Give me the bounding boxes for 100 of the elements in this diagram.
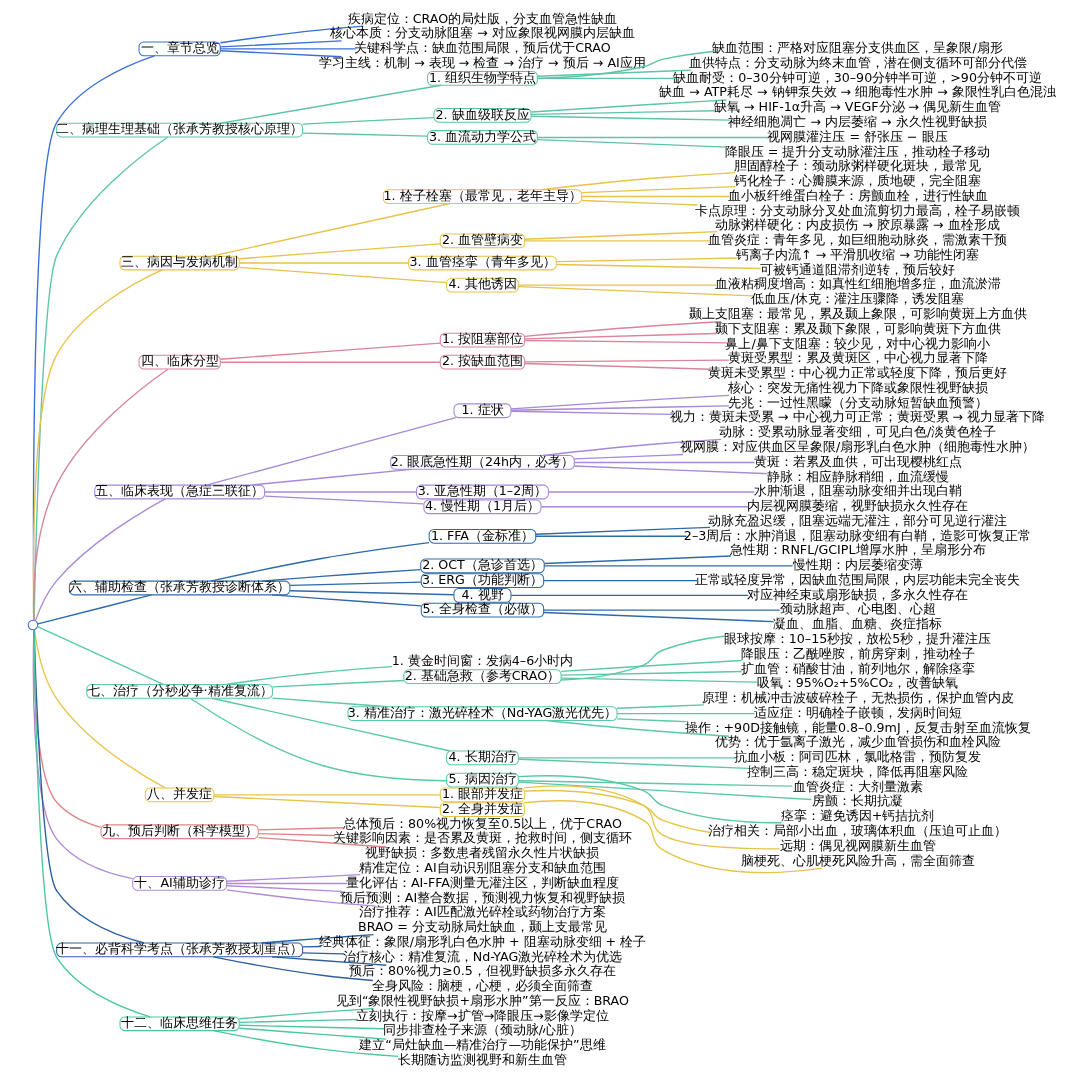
- node-text: 颞上支阻塞：最常见，累及颞上象限，可影响黄斑上方血供: [688, 305, 1027, 321]
- node-box: 4. 慢性期（1月后）: [422, 499, 542, 515]
- connector: [542, 579, 698, 582]
- connector: [225, 885, 342, 893]
- connector: [249, 468, 412, 486]
- connector: [517, 758, 749, 770]
- connector: [238, 266, 447, 284]
- node-box: 九、预后判断（科学模型）: [100, 824, 259, 840]
- node-box: 1. 按阻塞部位: [439, 332, 525, 348]
- node-box: 1. 眼部并发症: [439, 787, 525, 803]
- connector: [615, 718, 687, 723]
- node-text: 关键影响因素：是否累及黄斑，抢救时间，侧支循环: [332, 830, 632, 846]
- node-box: 2. 按缺血范围: [439, 354, 525, 370]
- node-text: 缺血 → ATP耗尽 → 钠钾泵失效 → 细胞毒性水肿 → 象限性乳白色混浊: [658, 84, 1056, 100]
- node-box: 3. 血管痉挛（青年多见）: [407, 255, 557, 271]
- node-text: 治疗相关：局部小出血，玻璃体积血（压迫可止血）: [707, 823, 1007, 839]
- node-text: 脑梗死、心肌梗死风险升高，需全面筛查: [740, 852, 975, 868]
- connector: [257, 832, 336, 837]
- node-text: 建立“局灶缺血—精准治疗—功能保护”思维: [358, 1037, 606, 1053]
- connector: [36, 625, 164, 686]
- node-text: 痉挛：避免诱因+钙拮抗剂: [780, 808, 934, 824]
- node-text: 全身风险：脑梗，心梗，必须全面筛查: [371, 978, 593, 994]
- node-text: 关键科学点：缺血范围局限，预后优于CRAO: [353, 40, 611, 56]
- node-text: 缺血范围：严格对应阻塞分支供血区，呈象限/扇形: [711, 40, 1003, 56]
- node-text: 正常或轻度异常，因缺血范围局限，内层功能未完全丧失: [694, 571, 1020, 587]
- node-text: 预后预测：AI整合数据，预测视力恢复和视野缺损: [339, 889, 625, 905]
- node-text: 动脉充盈迟缓，阻塞远端无灌注，部分可见逆行灌注: [707, 512, 1007, 528]
- connector: [517, 285, 754, 297]
- node-text: 颞下支阻塞：累及颞下象限，可影响黄斑下方血供: [714, 320, 1001, 336]
- node-box: 二、病理生理基础（张承芳教授核心原理）: [55, 122, 303, 138]
- connector: [301, 945, 322, 948]
- connector: [547, 491, 755, 493]
- node-text: 血管炎症：大剂量激素: [792, 778, 923, 794]
- connector: [517, 780, 793, 787]
- connector: [225, 873, 361, 882]
- connector: [573, 461, 755, 464]
- node-text: 胆固醇栓子：颈动脉粥样硬化斑块，最常见: [733, 158, 981, 174]
- node-box: 三、病因与发病机制: [119, 255, 240, 271]
- node-text: 长期随访监测视野和新生血管: [397, 1051, 567, 1067]
- node-text: 视网膜：对应供血区呈象限/扇形乳白色水肿（细胞毒性水肿）: [679, 438, 1035, 454]
- connector: [510, 410, 674, 416]
- connector: [219, 25, 364, 44]
- node-text: 血液粘稠度增高：如真性红细胞增多症，血流淤滞: [714, 276, 1001, 292]
- connector: [225, 882, 348, 885]
- connector: [536, 69, 692, 77]
- connector: [523, 362, 711, 370]
- connector: [212, 794, 440, 796]
- node-text: 水肿渐退，阻塞动脉变细并出现白鞘: [753, 483, 962, 499]
- connector: [219, 50, 342, 58]
- connector: [263, 491, 417, 493]
- node-text: 卡点原理：分支动脉分叉处血流剪切力最高，栓子易嵌顿: [694, 202, 1020, 218]
- node-text: BRAO = 分支动脉局灶缺血，颞上支最常见: [357, 919, 607, 935]
- connector: [260, 933, 374, 944]
- node-text: 控制三高：稳定斑块，降低再阻塞风险: [746, 763, 968, 779]
- node-box: 3. 血流动力学公式: [426, 130, 538, 145]
- node-text: 视野缺损：多数患者残留永久性片状缺损: [364, 845, 599, 861]
- node-box: 四、临床分型: [138, 354, 221, 370]
- node-text: 钙离子内流↑ → 平滑肌收缩 → 功能性闭塞: [735, 246, 979, 262]
- connector: [543, 555, 731, 565]
- node-box: 4. 其他诱因: [445, 277, 519, 293]
- connector: [271, 679, 404, 688]
- connector: [522, 785, 780, 850]
- connector: [219, 48, 356, 50]
- node-box: 2. 全身并发症: [439, 802, 525, 817]
- connector: [555, 263, 761, 270]
- connector: [288, 581, 422, 586]
- connector: [210, 202, 451, 257]
- connector: [523, 339, 728, 344]
- connector: [32, 368, 169, 621]
- node-text: 扩血管：硝酸甘油，前列地尔，解除痉挛: [740, 660, 975, 676]
- node-text: 学习主线：机制 → 表现 → 检查 → 治疗 → 预后 → AI应用: [318, 54, 646, 70]
- connector: [615, 704, 705, 709]
- connector: [542, 611, 774, 623]
- node-text: 动脉：受累动脉显著变细，可见白色/淡黄色栓子: [718, 424, 996, 440]
- node-box: 1. 栓子栓塞（最常见，老年主导）: [382, 189, 582, 204]
- node-box: 2. 眼底急性期（24h内，必考）: [389, 455, 575, 470]
- node-box: 3. 亚急性期（1–2周）: [415, 484, 549, 500]
- node-box: 十、AI辅助诊疗: [131, 876, 227, 891]
- connector: [555, 257, 738, 263]
- connector: [534, 526, 711, 535]
- node-text: 治疗核心：精准复流，Nd-YAG激光碎栓术为优选: [342, 948, 622, 964]
- connector: [238, 1024, 385, 1030]
- node-box: 十一、必背科学考点（张承芳教授划重点）: [55, 942, 303, 958]
- node-text: 量化评估：AI-FFA测量无灌注区，判断缺血程度: [345, 874, 619, 890]
- connector: [560, 659, 742, 673]
- node-text: 慢性期：内层萎缩变薄: [792, 557, 923, 573]
- node-box: 4. 视野: [452, 588, 511, 603]
- node-box: 2. 缺血级联反应: [432, 107, 532, 123]
- node-text: 血小板纤维蛋白栓子：房颤血栓，进行性缺血: [727, 187, 988, 203]
- node-box: 3. ERG（功能判断）: [420, 573, 544, 588]
- node-box: 2. 基础急救（参考CRAO）: [402, 669, 562, 685]
- node-box: 5. 全身检查（必做）: [420, 602, 544, 618]
- node-text: 核心：突发无痛性视力下降或象限性视野缺损: [727, 379, 988, 395]
- connector: [523, 240, 711, 242]
- node-text: 黄斑受累型：累及黄斑区，中心视力显著下降: [727, 350, 988, 366]
- connector: [530, 99, 727, 113]
- node-text: 吸氧：95%O₂+5%CO₂，改善缺氧: [756, 675, 958, 691]
- connector: [212, 956, 374, 982]
- node-text: 缺氧 → HIF-1α升高 → VEGF分泌 → 偶见新生血管: [713, 99, 1001, 115]
- node-text: 远期：偶见视网膜新生血管: [779, 837, 936, 853]
